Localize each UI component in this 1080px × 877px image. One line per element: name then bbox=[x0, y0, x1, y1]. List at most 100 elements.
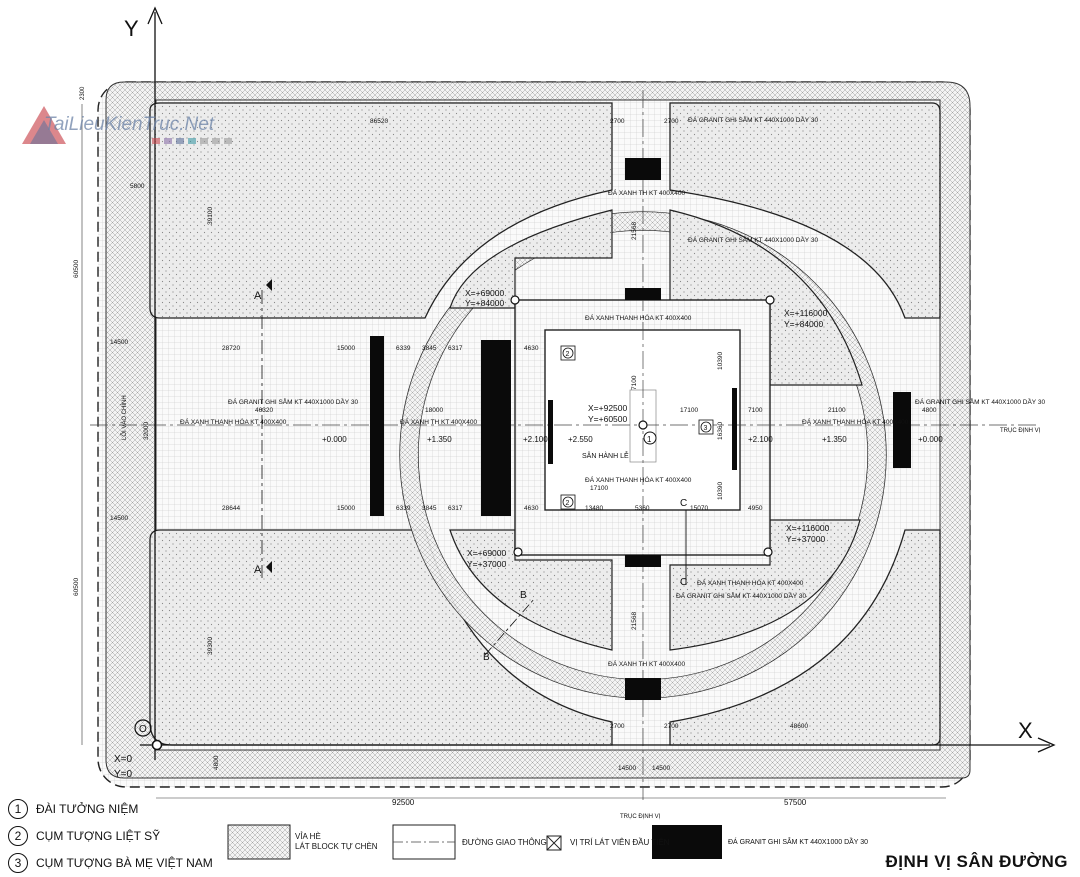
dim-32000: 32000 bbox=[143, 422, 150, 440]
axis-label-vertical: TRỤC ĐỊNH VỊ bbox=[620, 814, 661, 820]
legend-item-1: 1 ĐÀI TƯỞNG NIỆM bbox=[8, 799, 138, 819]
origin-point bbox=[151, 739, 163, 751]
dim-7100-vertical: 7100 bbox=[631, 375, 638, 390]
dim-6339-bottom: 6339 bbox=[396, 505, 411, 512]
dim-14500-left-top: 14500 bbox=[110, 339, 128, 346]
dim-15000-bottom: 15000 bbox=[337, 505, 355, 512]
section-a-top: A bbox=[254, 290, 262, 302]
level-1350-right: +1.350 bbox=[822, 435, 847, 444]
sheet-title: ĐỊNH VỊ SÂN ĐƯỜNG bbox=[885, 852, 1068, 871]
legend-label: CỤM TƯỢNG LIỆT SỸ bbox=[36, 829, 161, 843]
garden-block-top-right bbox=[669, 102, 941, 319]
dim-10390-top: 10390 bbox=[717, 352, 724, 370]
material-granite-bottom: ĐÁ GRANIT GHI SẪM KT 440X1000 DẦY 30 bbox=[676, 590, 806, 600]
dim-17100-right: 17100 bbox=[680, 407, 698, 414]
dim-60500-top: 60500 bbox=[73, 260, 80, 278]
dim-39300: 39300 bbox=[207, 637, 214, 655]
swatch-road-label: ĐƯỜNG GIAO THÔNG bbox=[462, 838, 547, 847]
legend-number: 1 bbox=[8, 799, 28, 819]
section-c-top: C bbox=[680, 498, 687, 509]
origin-marker-label: O bbox=[139, 724, 147, 735]
granite-strips bbox=[370, 158, 911, 700]
dim-5360: 5360 bbox=[635, 505, 650, 512]
dim-15000-top: 15000 bbox=[337, 345, 355, 352]
marker-1: 1 bbox=[647, 435, 652, 444]
coord-bl-x: X=+69000 bbox=[467, 548, 507, 558]
dim-14500-left-bottom: 14500 bbox=[110, 515, 128, 522]
dim-18000: 18000 bbox=[425, 407, 443, 414]
dim-2700-bottom-left: 2700 bbox=[610, 723, 625, 730]
axis-label-entrance: LỐI VÀO CHÍNH bbox=[121, 395, 128, 440]
material-xanh-thanhhoa-left: ĐÁ XANH THANH HÓA KT 400X400 bbox=[180, 417, 287, 426]
origin-y: Y=0 bbox=[114, 769, 133, 780]
material-xanh-thanhhoa-top: ĐÁ XANH THANH HÓA KT 400X400 bbox=[585, 313, 692, 322]
material-granite-top-right: ĐÁ GRANIT GHI SẪM KT 440X1000 DẦY 30 bbox=[688, 114, 818, 124]
material-xanh-thanhhoa-right: ĐÁ XANH THANH HÓA KT 400X400 bbox=[802, 417, 909, 426]
coord-tr-x: X=+116000 bbox=[784, 308, 828, 318]
legend-item-2: 2 CỤM TƯỢNG LIỆT SỸ bbox=[8, 826, 160, 846]
dim-4950: 4950 bbox=[748, 505, 763, 512]
inner-garden-top-right bbox=[669, 209, 863, 386]
dim-28644: 28644 bbox=[222, 505, 240, 512]
level-0-right: +0.000 bbox=[918, 435, 943, 444]
garden-block-top-left bbox=[149, 102, 613, 319]
dim-92500: 92500 bbox=[392, 798, 415, 807]
logo-text: TaiLieuKienTruc.Net bbox=[44, 114, 215, 135]
logo-triangle-icon: TaiLieuKienTruc.Net bbox=[22, 106, 232, 144]
legend-item-3: 3 CỤM TƯỢNG BÀ MẸ VIỆT NAM bbox=[8, 853, 213, 873]
swatch-sidewalk-line2: LÁT BLOCK TỰ CHÈN bbox=[295, 842, 378, 851]
swatch-granite bbox=[652, 825, 722, 859]
watermark-logo: TaiLieuKienTruc.Net bbox=[22, 106, 262, 156]
marker-2-bottom: 2 bbox=[566, 500, 570, 507]
coord-br-x: X=+116000 bbox=[786, 523, 830, 533]
material-xanh-th-mid: ĐÁ XANH TH KT 400X400 bbox=[400, 417, 477, 426]
section-b-bottom: B bbox=[483, 652, 490, 663]
legend-label: CỤM TƯỢNG BÀ MẸ VIỆT NAM bbox=[36, 856, 213, 870]
origin-x: X=0 bbox=[114, 754, 133, 765]
dim-2300: 2300 bbox=[80, 86, 86, 100]
dim-60500-bottom: 60500 bbox=[73, 578, 80, 596]
inner-garden-top-left bbox=[449, 209, 613, 309]
dim-4800-bottom: 4800 bbox=[213, 755, 220, 770]
dim-6317-bottom: 6317 bbox=[448, 505, 463, 512]
dim-48600: 48600 bbox=[790, 723, 808, 730]
section-a-bottom: A bbox=[254, 564, 262, 576]
dim-4630-bottom: 4630 bbox=[524, 505, 539, 512]
coord-tr-y: Y=+84000 bbox=[784, 319, 824, 329]
legend-number: 3 bbox=[8, 853, 28, 873]
material-granite-left: ĐÁ GRANIT GHI SẪM KT 440X1000 DẦY 30 bbox=[228, 396, 358, 406]
ceremonial-yard-label: SÂN HÀNH LỄ bbox=[582, 451, 629, 460]
dim-39100: 39100 bbox=[207, 207, 214, 225]
legend-label: ĐÀI TƯỞNG NIỆM bbox=[36, 802, 139, 816]
dim-5800: 5800 bbox=[130, 183, 145, 190]
coord-tl-y: Y=+84000 bbox=[465, 298, 505, 308]
dim-7100-right: 7100 bbox=[748, 407, 763, 414]
dim-2700-top-left: 2700 bbox=[610, 118, 625, 125]
dim-14500-bottom-left: 14500 bbox=[618, 765, 636, 772]
dim-2700-bottom-right: 2700 bbox=[664, 723, 679, 730]
swatch-sidewalk-label: VỈA HÈ LÁT BLOCK TỰ CHÈN bbox=[295, 832, 378, 852]
coord-center-y: Y=+60500 bbox=[588, 414, 628, 424]
section-b-top: B bbox=[520, 590, 527, 601]
dim-3845-top: 3845 bbox=[422, 345, 437, 352]
level-1350-left: +1.350 bbox=[427, 435, 452, 444]
dim-21568-bottom: 21568 bbox=[631, 612, 638, 630]
material-xanh-thanhhoa-diag: ĐÁ XANH THANH HÓA KT 400X400 bbox=[697, 578, 804, 587]
coord-br-y: Y=+37000 bbox=[786, 534, 826, 544]
material-xanh-th-bottom: ĐÁ XANH TH KT 400X400 bbox=[608, 659, 685, 668]
dim-17100-bottom: 17100 bbox=[590, 485, 608, 492]
origin-marker bbox=[134, 719, 152, 737]
material-granite-mid: ĐÁ GRANIT GHI SẪM KT 440X1000 DẦY 30 bbox=[688, 234, 818, 244]
dim-28720: 28720 bbox=[222, 345, 240, 352]
section-c-bottom: C bbox=[680, 577, 687, 588]
dim-2700-top-right: 2700 bbox=[664, 118, 679, 125]
inner-garden-bottom-left bbox=[449, 529, 613, 651]
swatch-granite-label: ĐÁ GRANIT GHI SẪM KT 440X1000 DẦY 30 bbox=[728, 839, 869, 846]
dim-57500: 57500 bbox=[784, 798, 807, 807]
dim-21100: 21100 bbox=[828, 407, 846, 414]
dim-10390-bottom: 10390 bbox=[717, 482, 724, 500]
dim-13480: 13480 bbox=[585, 505, 603, 512]
dim-46320: 46320 bbox=[255, 407, 273, 414]
material-granite-right: ĐÁ GRANIT GHI SẪM KT 440X1000 DẦY 30 bbox=[915, 396, 1045, 406]
